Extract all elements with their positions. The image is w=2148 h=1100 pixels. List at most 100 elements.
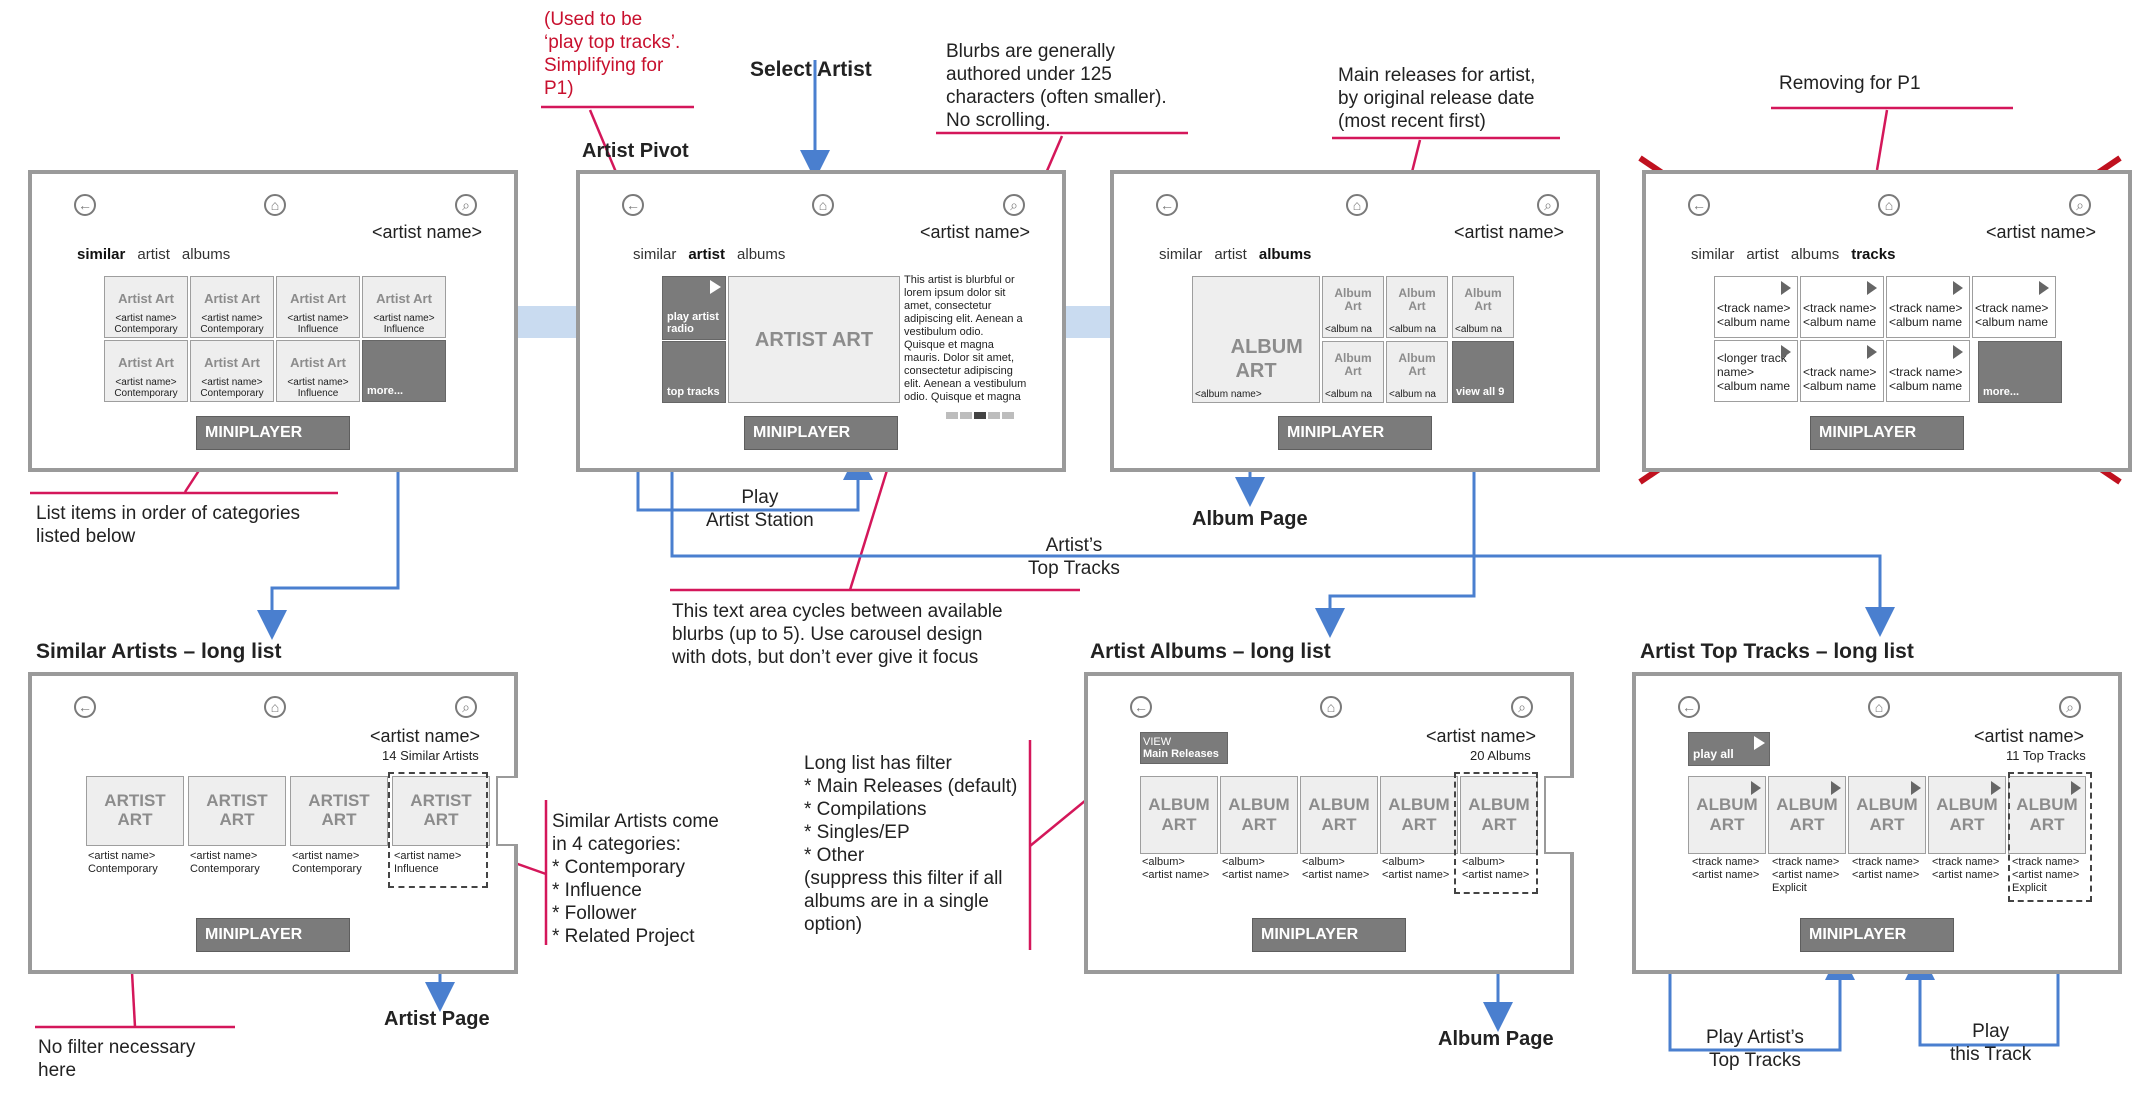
back-icon[interactable]: ← — [74, 696, 96, 718]
play-icon — [1867, 281, 1877, 295]
pivot-artist[interactable]: artist — [1746, 246, 1779, 263]
album-tile[interactable]: Album Art<album na — [1322, 276, 1384, 338]
track-tile[interactable]: <track name> <album name — [1972, 276, 2056, 338]
back-icon[interactable]: ← — [622, 194, 644, 216]
artist-tile[interactable]: Artist Art<artist name> Influence — [276, 276, 360, 338]
search-icon[interactable]: ⌕ — [1003, 194, 1025, 216]
track-tile[interactable]: <track name> <album name — [1800, 340, 1884, 402]
pivot-artist[interactable]: artist — [688, 246, 726, 263]
back-icon[interactable]: ← — [1156, 194, 1178, 216]
pivot-albums[interactable]: albums — [1790, 246, 1840, 263]
track-tile[interactable]: ALBUM ART — [1688, 776, 1766, 854]
search-icon[interactable]: ⌕ — [1537, 194, 1559, 216]
album-art-large[interactable]: ALBUM ART <album name> — [1192, 276, 1320, 403]
pivot-similar[interactable]: similar — [77, 246, 126, 263]
artist-tile[interactable]: ARTIST ART — [290, 776, 388, 846]
artist-blurb: This artist is blurbful or lorem ipsum d… — [904, 274, 1027, 403]
home-icon[interactable]: ⌂ — [1868, 696, 1890, 718]
track-tile[interactable]: <track name> <album name — [1886, 276, 1970, 338]
artist-tile[interactable]: Artist Art<artist name> Contemporary — [190, 340, 274, 402]
artist-tile[interactable]: Artist Art<artist name> Contemporary — [190, 276, 274, 338]
miniplayer[interactable]: MINIPLAYER — [1252, 918, 1406, 952]
focus-rect — [2008, 772, 2092, 902]
view-all-button[interactable]: view all 9 — [1452, 341, 1514, 403]
artist-art-label: Artist Art — [204, 355, 260, 370]
miniplayer[interactable]: MINIPLAYER — [1810, 416, 1964, 450]
search-icon[interactable]: ⌕ — [2059, 696, 2081, 718]
artist-tile-caption: <artist name> Contemporary — [88, 850, 158, 875]
home-icon[interactable]: ⌂ — [1878, 194, 1900, 216]
track-tile[interactable]: <track name> <album name — [1800, 276, 1884, 338]
pivot-albums[interactable]: albums — [737, 246, 786, 263]
track-tile[interactable]: ALBUM ART — [2008, 776, 2086, 854]
track-tile[interactable]: ALBUM ART — [1848, 776, 1926, 854]
track-tile[interactable]: ALBUM ART — [1928, 776, 2006, 854]
miniplayer[interactable]: MINIPLAYER — [196, 416, 350, 450]
home-icon[interactable]: ⌂ — [1346, 194, 1368, 216]
pivot-similar[interactable]: similar — [1691, 246, 1735, 263]
album-tile[interactable]: Album Art<album na — [1386, 276, 1448, 338]
play-icon — [710, 280, 721, 294]
album-tile-caption: <album> <artist name> — [1302, 856, 1370, 881]
artist-tile[interactable]: ARTIST ART — [188, 776, 286, 846]
home-icon[interactable]: ⌂ — [1320, 696, 1342, 718]
album-tile[interactable]: Album Art<album na — [1322, 341, 1384, 403]
label-tracks-long: Artist Top Tracks – long list — [1640, 640, 1914, 663]
artist-tile[interactable]: ARTIST ART — [392, 776, 490, 846]
search-icon[interactable]: ⌕ — [2069, 194, 2091, 216]
album-tile[interactable]: ALBUM ART — [1140, 776, 1218, 854]
result-count: 20 Albums — [1470, 748, 1531, 763]
artist-tile[interactable]: Artist Art<artist name> Contemporary — [104, 340, 188, 402]
miniplayer[interactable]: MINIPLAYER — [1800, 918, 1954, 952]
pivot-artist[interactable]: artist — [137, 246, 170, 263]
album-tile[interactable]: ALBUM ART — [1300, 776, 1378, 854]
top-tracks-button[interactable]: top tracks — [662, 341, 726, 403]
pivot-artist[interactable]: artist — [1214, 246, 1247, 263]
search-icon[interactable]: ⌕ — [1511, 696, 1533, 718]
track-tile[interactable]: ALBUM ART — [1768, 776, 1846, 854]
album-tile-caption: <album> <artist name> — [1142, 856, 1210, 881]
back-icon[interactable]: ← — [74, 194, 96, 216]
pivot-similar[interactable]: similar — [1159, 246, 1203, 263]
artist-tile[interactable]: Artist Art<artist name> Influence — [362, 276, 446, 338]
album-art-label: Album Art — [1398, 286, 1436, 313]
album-tile[interactable]: Album Art<album na — [1452, 276, 1514, 338]
artist-tile-caption: <artist name> Contemporary — [200, 313, 264, 335]
artist-tile[interactable]: Artist Art<artist name> Contemporary — [104, 276, 188, 338]
search-icon[interactable]: ⌕ — [455, 696, 477, 718]
miniplayer[interactable]: MINIPLAYER — [744, 416, 898, 450]
back-icon[interactable]: ← — [1678, 696, 1700, 718]
more-button[interactable]: more... — [1978, 341, 2062, 403]
track-tile[interactable]: <longer track name> <album name — [1714, 340, 1798, 402]
album-tile[interactable]: Album Art<album na — [1386, 341, 1448, 403]
artist-tile[interactable]: ARTIST ART — [86, 776, 184, 846]
pivot-albums[interactable]: albums — [181, 246, 231, 263]
home-icon[interactable]: ⌂ — [264, 194, 286, 216]
pivot-similar[interactable]: similar — [633, 246, 677, 263]
album-tile[interactable]: ALBUM ART — [1380, 776, 1458, 854]
search-icon[interactable]: ⌕ — [455, 194, 477, 216]
artist-name: <artist name> — [370, 726, 481, 746]
album-art-label: Album Art — [1334, 351, 1372, 378]
home-icon[interactable]: ⌂ — [812, 194, 834, 216]
more-button[interactable]: more... — [362, 340, 446, 402]
back-icon[interactable]: ← — [1130, 696, 1152, 718]
track-tile[interactable]: <track name> <album name — [1714, 276, 1798, 338]
pivot-tracks[interactable]: tracks — [1851, 246, 1896, 263]
pivot-albums[interactable]: albums — [1258, 246, 1312, 263]
album-tile[interactable]: ALBUM ART — [1220, 776, 1298, 854]
filter-button[interactable]: VIEW Main Releases — [1140, 732, 1228, 764]
artist-tile[interactable]: Artist Art<artist name> Influence — [276, 340, 360, 402]
track-tile[interactable]: <track name> <album name — [1886, 340, 1970, 402]
album-tile[interactable]: ALBUM ART — [1460, 776, 1538, 854]
carousel-dot-active — [974, 412, 986, 419]
miniplayer[interactable]: MINIPLAYER — [1278, 416, 1432, 450]
miniplayer[interactable]: MINIPLAYER — [196, 918, 350, 952]
label-similar-long: Similar Artists – long list — [36, 640, 282, 663]
home-icon[interactable]: ⌂ — [264, 696, 286, 718]
back-icon[interactable]: ← — [1688, 194, 1710, 216]
label-albums-long: Artist Albums – long list — [1090, 640, 1331, 663]
artist-name: <artist name> — [1974, 726, 2085, 746]
album-name: <album name> — [1195, 389, 1262, 400]
